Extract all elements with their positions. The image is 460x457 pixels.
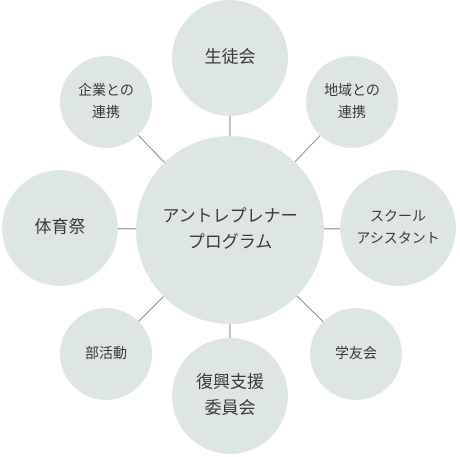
node-club-activities: 部活動	[60, 308, 152, 400]
connector-club-activities	[138, 296, 164, 322]
node-label-school-assistant-line-2: アシスタント	[356, 231, 439, 247]
node-circle-club-activities	[60, 308, 152, 400]
node-label-student-council-line-1: 生徒会	[205, 48, 256, 68]
node-circle-reconstruction-support-committee	[172, 338, 288, 454]
node-label-club-activities-line-1: 部活動	[85, 346, 127, 362]
node-circle-school-assistant	[340, 170, 456, 286]
node-circle-student-council	[172, 0, 288, 116]
node-alumni-association: 学友会	[310, 308, 402, 400]
node-student-council: 生徒会	[172, 0, 288, 116]
node-label-reconstruction-support-committee-line-2: 委員会	[205, 399, 256, 419]
connector-lines	[117, 116, 341, 338]
center-label-line-2: プログラム	[188, 233, 273, 253]
node-label-corporate-partnership-line-2: 連携	[92, 105, 120, 121]
node-circle-alumni-association	[310, 308, 402, 400]
node-circle-regional-partnership	[306, 56, 398, 148]
center-circle	[136, 136, 324, 324]
connector-corporate-partnership	[137, 134, 165, 163]
node-circle-sports-festival	[2, 170, 118, 286]
node-label-regional-partnership-line-1: 地域との	[324, 83, 380, 99]
node-label-reconstruction-support-committee-line-1: 復興支援	[196, 372, 264, 392]
connector-alumni-association	[296, 295, 324, 323]
node-circle-corporate-partnership	[60, 56, 152, 148]
node-sports-festival: 体育祭	[2, 170, 118, 286]
node-label-sports-festival-line-1: 体育祭	[35, 218, 86, 238]
center-label-line-1: アントレプレナー	[162, 206, 297, 226]
node-label-alumni-association-line-1: 学友会	[335, 346, 377, 362]
node-label-regional-partnership-line-2: 連携	[338, 105, 366, 121]
connector-regional-partnership	[294, 134, 321, 163]
node-label-corporate-partnership-line-1: 企業との	[78, 82, 134, 99]
node-label-school-assistant-line-1: スクール	[370, 209, 426, 225]
